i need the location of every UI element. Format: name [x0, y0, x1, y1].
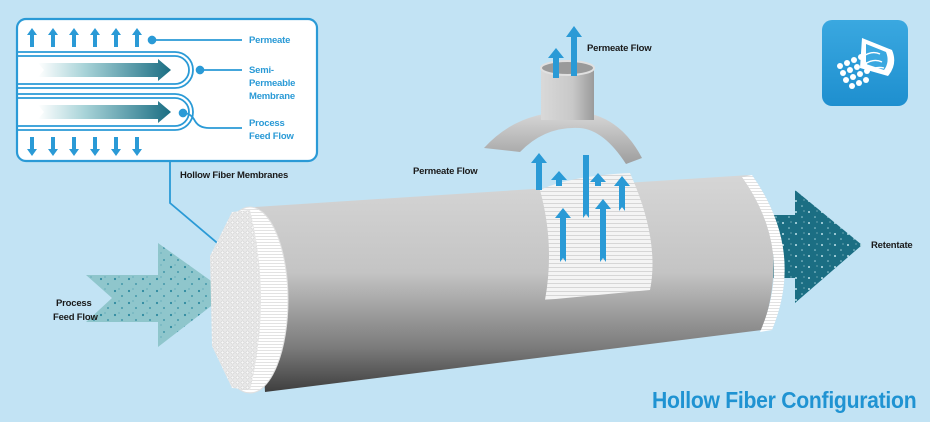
- permeate-up-arrows: [27, 28, 142, 47]
- retentate-arrow: [770, 190, 862, 303]
- label-membrane-2: Permeable: [249, 78, 296, 89]
- callout-line: [169, 161, 233, 257]
- down-arrow-icon: [111, 137, 121, 156]
- cutaway-permeate-arrows: [531, 153, 630, 262]
- label-process-feed-2: Feed Flow: [53, 312, 98, 323]
- down-arrow-icon: [69, 137, 79, 156]
- label-permeate-flow-top: Permeate Flow: [587, 43, 652, 54]
- inset-feed-arrow-2: [38, 101, 171, 123]
- outlet-permeate-arrows: [548, 26, 582, 78]
- down-arrow-icon: [48, 137, 58, 156]
- inset-schematic: [15, 17, 319, 257]
- down-arrow-icon: [27, 137, 37, 156]
- pipe-opening: [540, 60, 595, 76]
- up-arrow-icon: [590, 173, 606, 186]
- membrane-module: [210, 26, 785, 394]
- up-arrow-icon: [27, 28, 37, 47]
- module-body: [255, 175, 774, 392]
- module-right-end: [742, 175, 785, 332]
- label-membrane-3: Membrane: [249, 91, 295, 102]
- process-feed-arrow: [86, 243, 228, 347]
- label-process-feed-1: Process: [56, 298, 92, 309]
- label-retentate: Retentate: [871, 240, 913, 251]
- down-arrow-icon: [90, 137, 100, 156]
- up-arrow-icon: [583, 155, 589, 218]
- down-arrow-icon: [132, 137, 142, 156]
- label-inset-feed-1: Process: [249, 118, 285, 129]
- permeate-outlet-pipe: [541, 68, 594, 120]
- label-permeate: Permeate: [249, 35, 291, 46]
- up-arrow-icon: [132, 28, 142, 47]
- diagram-title: Hollow Fiber Configuration: [651, 387, 917, 413]
- inset-feed-arrow-1: [38, 59, 171, 81]
- label-permeate-flow-side: Permeate Flow: [413, 166, 478, 177]
- label-membrane-1: Semi-: [249, 65, 274, 76]
- fiber-bundle-glyph: [837, 38, 895, 89]
- fiber-bundle-face: [210, 210, 261, 390]
- membrane-tubes: [18, 51, 194, 131]
- up-arrow-icon: [595, 199, 611, 262]
- up-arrow-icon: [111, 28, 121, 47]
- fiber-bundle-icon: [822, 20, 908, 106]
- label-hollow-fiber-membranes: Hollow Fiber Membranes: [180, 170, 289, 181]
- up-arrow-icon: [566, 26, 582, 76]
- up-arrow-icon: [551, 171, 567, 186]
- up-arrow-icon: [531, 153, 547, 190]
- label-inset-feed-2: Feed Flow: [249, 131, 294, 142]
- up-arrow-icon: [69, 28, 79, 47]
- up-arrow-icon: [614, 176, 630, 211]
- up-arrow-icon: [90, 28, 100, 47]
- cutaway-fibers: [540, 173, 653, 300]
- up-arrow-icon: [548, 48, 564, 78]
- up-arrow-icon: [48, 28, 58, 47]
- inset-leader-lines: [147, 35, 242, 129]
- permeate-saddle: [484, 111, 642, 164]
- permeate-down-arrows: [27, 137, 142, 156]
- up-arrow-icon: [555, 208, 571, 262]
